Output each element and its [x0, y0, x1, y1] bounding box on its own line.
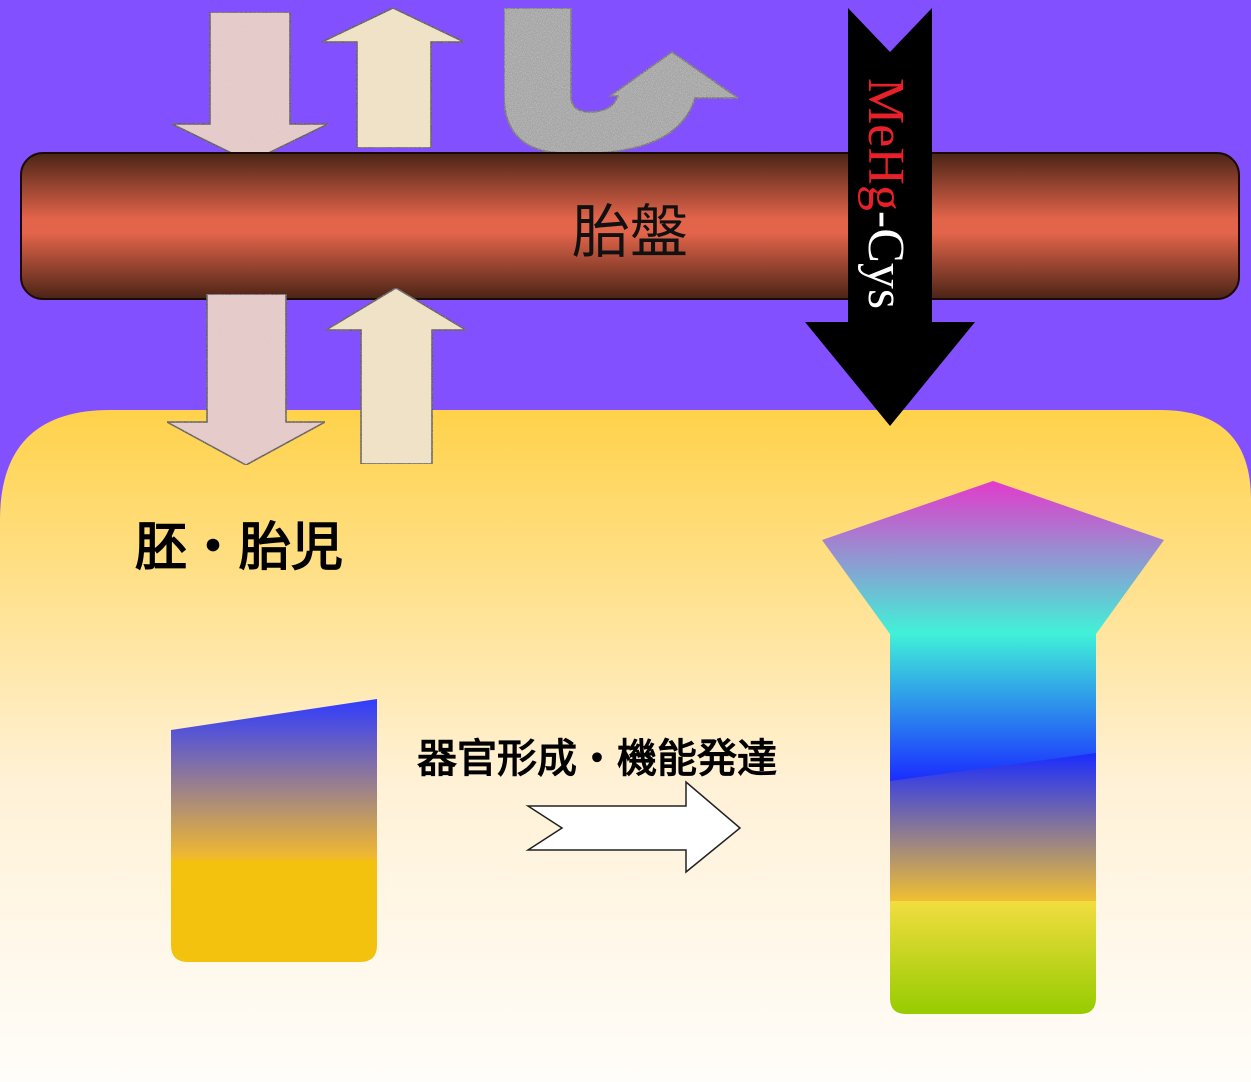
recycle-arrow [503, 7, 741, 154]
placenta-label: 胎盤 [572, 198, 688, 266]
waste-out-arrow-bottom [323, 287, 469, 465]
development-arrow [525, 780, 742, 874]
mehg-cys-arrow [805, 8, 975, 426]
placenta-band [20, 152, 1240, 300]
mehg-cys-label: MeHg-Cys [857, 78, 914, 309]
mehg-label-part: MeHg [857, 78, 914, 211]
nutrient-in-arrow-bottom [166, 293, 326, 466]
development-label: 器官形成・機能発達 [417, 736, 777, 782]
nutrient-in-arrow-top [171, 11, 329, 163]
cys-label-part: -Cys [857, 211, 914, 309]
waste-out-arrow-top [321, 7, 465, 149]
embryo-fetus-label: 胚・胎児 [135, 518, 343, 578]
early-organ-shape [171, 699, 377, 962]
developed-organ-shape [822, 481, 1164, 1014]
